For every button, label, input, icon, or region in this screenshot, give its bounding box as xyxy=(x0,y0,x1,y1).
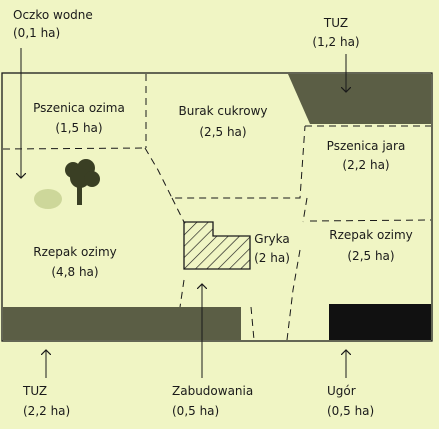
field-divisions xyxy=(2,74,432,341)
oczko-label: Oczko wodne (0,1 ha) xyxy=(13,8,93,40)
burak-name: Burak cukrowy xyxy=(178,104,268,118)
pszenica-ozima-label: Pszenica ozima (1,5 ha) xyxy=(33,101,125,135)
tuz-top-name: TUZ xyxy=(323,16,349,30)
zabudowania-building xyxy=(183,221,251,270)
rzepak-left-area: (4,8 ha) xyxy=(51,265,99,279)
zabudowania-area: (0,5 ha) xyxy=(172,404,220,418)
rzepak-left-name: Rzepak ozimy xyxy=(33,245,117,259)
ugor-area-text: (0,5 ha) xyxy=(327,404,375,418)
tree-icon xyxy=(65,159,100,205)
gryka-area: (2 ha) xyxy=(254,251,290,265)
tuz-top-label: TUZ (1,2 ha) xyxy=(312,16,359,49)
pszenica-ozima-area: (1,5 ha) xyxy=(55,121,103,135)
rzepak-right-name: Rzepak ozimy xyxy=(329,228,413,242)
oczko-area: (0,1 ha) xyxy=(13,26,61,40)
gryka-name: Gryka xyxy=(254,232,290,246)
burak-label: Burak cukrowy (2,5 ha) xyxy=(179,104,268,139)
pond-shape xyxy=(34,189,62,209)
tuz-top-area xyxy=(288,74,431,124)
zabudowania-label: Zabudowania (0,5 ha) xyxy=(172,384,253,418)
tuz-bottom-name: TUZ xyxy=(23,384,48,398)
pszenica-jara-name: Pszenica jara xyxy=(326,139,406,153)
ugor-label: Ugór (0,5 ha) xyxy=(327,384,374,418)
zabudowania-name: Zabudowania xyxy=(172,384,254,398)
pszenica-jara-area: (2,2 ha) xyxy=(342,158,390,172)
tuz-bottom-area-text: (2,2 ha) xyxy=(23,404,71,418)
tuz-bottom-area xyxy=(3,307,241,340)
ugor-area xyxy=(329,304,431,340)
pszenica-jara-label: Pszenica jara (2,2 ha) xyxy=(327,139,406,172)
rzepak-left-label: Rzepak ozimy (4,8 ha) xyxy=(33,245,117,279)
rzepak-right-label: Rzepak ozimy (2,5 ha) xyxy=(329,228,413,263)
tuz-bottom-label: TUZ (2,2 ha) xyxy=(23,384,70,418)
oczko-name: Oczko wodne xyxy=(13,8,93,22)
burak-area: (2,5 ha) xyxy=(199,125,247,139)
rzepak-right-area: (2,5 ha) xyxy=(347,249,395,263)
gryka-label: Gryka (2 ha) xyxy=(254,232,290,265)
pszenica-ozima-name: Pszenica ozima xyxy=(33,101,125,115)
tuz-top-area-text: (1,2 ha) xyxy=(312,35,360,49)
ugor-name: Ugór xyxy=(327,384,356,398)
